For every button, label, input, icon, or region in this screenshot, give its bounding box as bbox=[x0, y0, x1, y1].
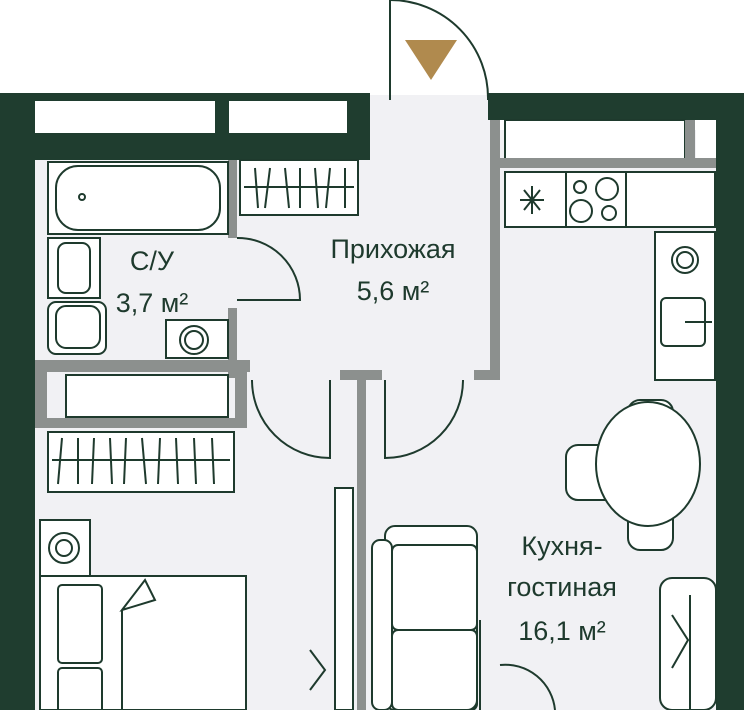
window bbox=[696, 120, 716, 160]
room-name-bathroom: С/У bbox=[130, 246, 175, 276]
room-name-living-line1: Кухня- bbox=[521, 531, 602, 561]
window-sill bbox=[504, 119, 686, 160]
dining-table bbox=[565, 399, 701, 551]
room-area-bathroom: 3,7 м² bbox=[116, 288, 189, 318]
kitchen-fixtures bbox=[504, 171, 716, 381]
window bbox=[35, 101, 215, 133]
sink-icon bbox=[57, 242, 91, 294]
entrance-floor bbox=[370, 95, 490, 135]
entrance-door[interactable] bbox=[389, 0, 490, 101]
drain-icon bbox=[78, 193, 86, 201]
entrance-marker-icon bbox=[405, 40, 457, 80]
room-area-hallway: 5,6 м² bbox=[357, 276, 430, 306]
bedroom-furniture bbox=[39, 519, 247, 710]
bathroom-fixtures bbox=[47, 161, 302, 359]
inner-walls bbox=[35, 120, 716, 710]
window bbox=[229, 101, 347, 133]
room-area-living: 16,1 м² bbox=[518, 616, 606, 646]
sink-faucet-icon bbox=[520, 186, 544, 214]
washing-machine-icon bbox=[179, 325, 209, 355]
dishwasher-icon bbox=[671, 246, 699, 274]
wardrobe bbox=[47, 159, 359, 493]
sofa bbox=[371, 525, 478, 710]
room-doors bbox=[251, 379, 556, 710]
kitchen-cabinet bbox=[659, 577, 717, 710]
room-name-hallway: Прихожая bbox=[330, 234, 455, 264]
toilet-icon bbox=[55, 305, 101, 349]
room-name-living-line2: гостиная bbox=[507, 572, 617, 602]
